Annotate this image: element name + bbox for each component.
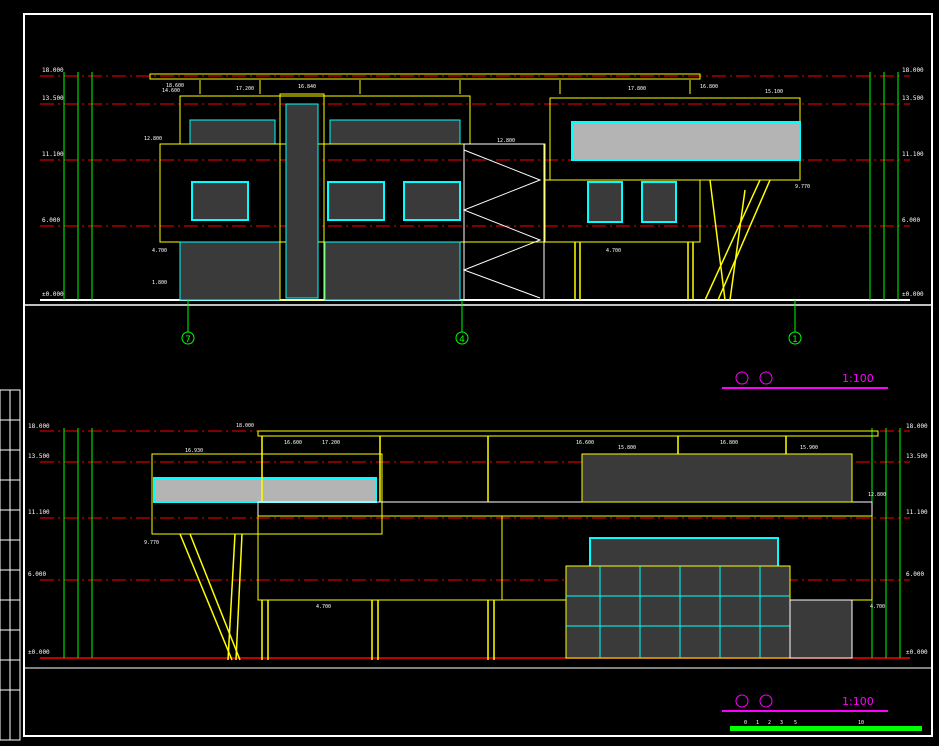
- level-right-1: 18.000: [902, 67, 924, 74]
- level-left-3: 11.100: [42, 151, 64, 158]
- scale-bar: 0 1 2 3 5 10: [730, 720, 922, 731]
- top-elevation: 7 4 1 18.000 13.500 11.100 6.000 ±0.000 …: [40, 67, 924, 389]
- b-level-inner-4: 17.200: [322, 440, 340, 446]
- scale-num-0: 0: [744, 720, 747, 726]
- b-level-inner-2: 16.930: [185, 448, 203, 454]
- scale-num-10: 10: [858, 720, 864, 726]
- level-left-4: 6.000: [42, 217, 60, 224]
- b-level-right-5: ±0.000: [906, 649, 928, 656]
- b-level-left-2: 13.500: [28, 453, 50, 460]
- level-inner-1: 18.600: [166, 83, 184, 89]
- scale-num-2: 2: [768, 720, 771, 726]
- level-inner-2: 14.600: [162, 88, 180, 94]
- b-level-right-4: 6.000: [906, 571, 924, 578]
- bottom-scale-text: 1:100: [842, 695, 874, 708]
- b-level-inner-11: 4.700: [316, 604, 331, 610]
- b-level-inner-5: 16.600: [576, 440, 594, 446]
- level-right-5: ±0.000: [902, 291, 924, 298]
- b-level-inner-3: 16.600: [284, 440, 302, 446]
- level-left-2: 13.500: [42, 95, 64, 102]
- b-level-inner-6: 15.800: [618, 445, 636, 451]
- b-level-inner-7: 16.800: [720, 440, 738, 446]
- b-level-inner-9: 12.800: [868, 492, 886, 498]
- level-inner-4: 16.840: [298, 84, 316, 90]
- b-level-inner-10: 9.770: [144, 540, 159, 546]
- level-right-2: 13.500: [902, 95, 924, 102]
- b-level-left-4: 6.000: [28, 571, 46, 578]
- b-level-inner-1: 18.000: [236, 423, 254, 429]
- top-scale-caption: 1:100: [722, 371, 888, 389]
- top-scale-text: 1:100: [842, 372, 874, 385]
- level-inner-7: 15.100: [765, 89, 783, 95]
- axis-label-7: 7: [185, 335, 191, 345]
- b-level-left-3: 11.100: [28, 509, 50, 516]
- bottom-scale-caption: 1:100: [722, 694, 888, 712]
- drawing-frame: [23, 13, 933, 737]
- bottom-elevation: 18.000 13.500 11.100 6.000 ±0.000 18.000…: [28, 423, 928, 731]
- level-inner-11: 1.800: [152, 280, 167, 286]
- level-left-1: 18.000: [42, 67, 64, 74]
- level-inner-3: 17.200: [236, 86, 254, 92]
- axis-label-4: 4: [459, 335, 465, 345]
- axis-label-1: 1: [792, 335, 798, 345]
- level-right-3: 11.100: [902, 151, 924, 158]
- b-level-right-3: 11.100: [906, 509, 928, 516]
- b-level-right-1: 18.000: [906, 423, 928, 430]
- scale-num-5: 5: [794, 720, 797, 726]
- scale-num-1: 1: [756, 720, 759, 726]
- level-inner-6: 16.800: [700, 84, 718, 90]
- level-inner-8: 12.800: [144, 136, 162, 142]
- level-right-4: 6.000: [902, 217, 920, 224]
- level-inner-12: 4.700: [606, 248, 621, 254]
- scale-num-3: 3: [780, 720, 783, 726]
- title-block: [0, 389, 21, 741]
- level-inner-13: 12.800: [497, 138, 515, 144]
- b-level-left-5: ±0.000: [28, 649, 50, 656]
- level-inner-5: 17.800: [628, 86, 646, 92]
- level-inner-9: 9.770: [795, 184, 810, 190]
- b-level-inner-12: 4.700: [870, 604, 885, 610]
- b-level-left-1: 18.000: [28, 423, 50, 430]
- b-level-inner-8: 15.900: [800, 445, 818, 451]
- level-inner-10: 4.700: [152, 248, 167, 254]
- b-level-right-2: 13.500: [906, 453, 928, 460]
- level-left-5: ±0.000: [42, 291, 64, 298]
